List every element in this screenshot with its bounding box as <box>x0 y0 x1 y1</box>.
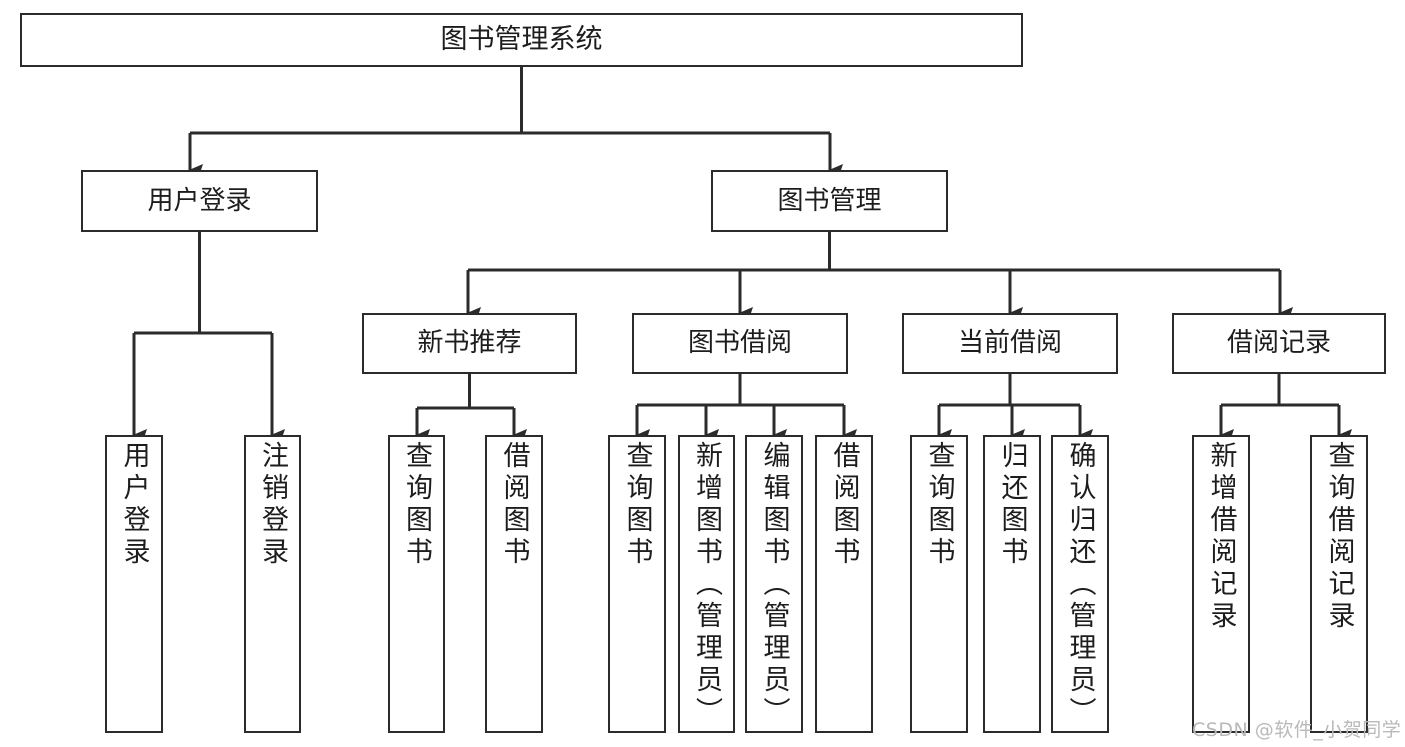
node-current-borrow[interactable]: 当前借阅 <box>902 313 1118 374</box>
node-leaf-add-book-label: 新增图书（管理员） <box>691 441 722 729</box>
node-leaf-logout[interactable]: 注销登录 <box>244 435 301 733</box>
node-leaf-borrow-book-2[interactable]: 借阅图书 <box>815 435 873 733</box>
node-leaf-add-record[interactable]: 新增借阅记录 <box>1192 435 1250 733</box>
node-root[interactable]: 图书管理系统 <box>20 13 1023 67</box>
node-book-borrow-label: 图书借阅 <box>687 328 792 359</box>
node-book-borrow[interactable]: 图书借阅 <box>632 313 848 374</box>
node-user-login[interactable]: 用户登录 <box>81 170 318 232</box>
node-new-book-recommend[interactable]: 新书推荐 <box>362 313 577 374</box>
node-leaf-confirm-return[interactable]: 确认归还（管理员） <box>1051 435 1109 733</box>
node-leaf-query-book-1[interactable]: 查询图书 <box>388 435 445 733</box>
node-leaf-query-book-2-label: 查询图书 <box>621 441 653 569</box>
node-leaf-query-record[interactable]: 查询借阅记录 <box>1310 435 1368 733</box>
node-leaf-query-book-1-label: 查询图书 <box>401 441 432 569</box>
node-leaf-user-login[interactable]: 用户登录 <box>105 435 163 733</box>
node-leaf-query-book-3-label: 查询图书 <box>923 441 955 569</box>
node-book-manage-label: 图书管理 <box>777 185 882 216</box>
node-leaf-edit-book[interactable]: 编辑图书（管理员） <box>745 435 803 733</box>
node-borrow-record-label: 借阅记录 <box>1226 328 1331 359</box>
node-leaf-add-record-label: 新增借阅记录 <box>1205 441 1237 633</box>
node-user-login-label: 用户登录 <box>147 185 252 216</box>
node-leaf-query-record-label: 查询借阅记录 <box>1323 441 1355 633</box>
node-leaf-borrow-book-1[interactable]: 借阅图书 <box>485 435 543 733</box>
node-leaf-logout-label: 注销登录 <box>257 441 288 569</box>
node-leaf-confirm-return-label: 确认归还（管理员） <box>1064 441 1096 729</box>
node-current-borrow-label: 当前借阅 <box>957 328 1062 359</box>
node-borrow-record[interactable]: 借阅记录 <box>1172 313 1386 374</box>
node-root-label: 图书管理系统 <box>440 24 603 56</box>
node-leaf-borrow-book-2-label: 借阅图书 <box>828 441 860 569</box>
node-leaf-query-book-2[interactable]: 查询图书 <box>608 435 666 733</box>
node-leaf-query-book-3[interactable]: 查询图书 <box>910 435 968 733</box>
node-leaf-borrow-book-1-label: 借阅图书 <box>498 441 530 569</box>
node-leaf-add-book[interactable]: 新增图书（管理员） <box>678 435 735 733</box>
node-leaf-return-book[interactable]: 归还图书 <box>983 435 1041 733</box>
node-book-manage[interactable]: 图书管理 <box>711 170 948 232</box>
node-leaf-return-book-label: 归还图书 <box>996 441 1028 569</box>
node-new-book-recommend-label: 新书推荐 <box>417 328 522 359</box>
csdn-watermark: CSDN @软件_小贺同学 <box>1192 719 1402 741</box>
node-leaf-user-login-label: 用户登录 <box>118 441 150 569</box>
node-leaf-edit-book-label: 编辑图书（管理员） <box>758 441 790 729</box>
